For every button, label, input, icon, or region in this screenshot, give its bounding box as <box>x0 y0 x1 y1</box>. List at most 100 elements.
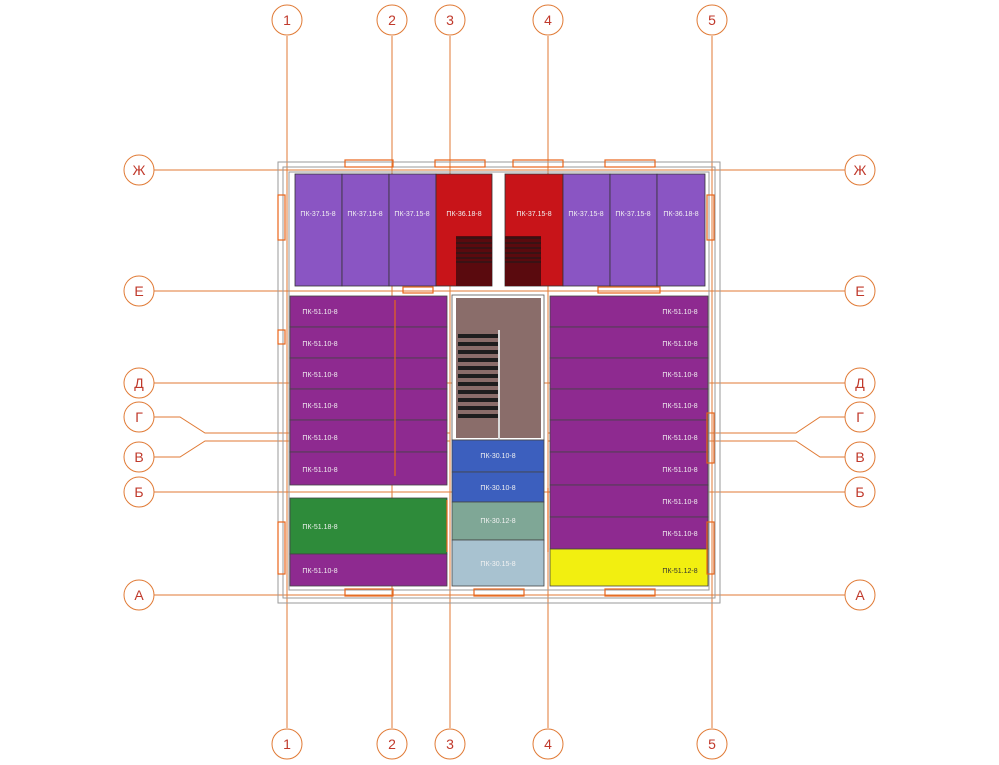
slab-left-row-1 <box>289 295 448 328</box>
center-slabs: ПК-30.10-8 ПК-30.10-8 ПК-30.12-8 ПК-30.1… <box>451 439 545 587</box>
label-right-row-8: ПК-51.10-8 <box>662 531 697 538</box>
label-center-teal: ПК-30.12-8 <box>480 518 515 525</box>
slab-center-light <box>451 539 545 587</box>
svg-text:Г: Г <box>856 409 864 425</box>
slab-center-blue-1 <box>451 439 545 473</box>
axis-bubble-a-left: А <box>123 579 155 611</box>
label-right-row-5: ПК-51.10-8 <box>662 435 697 442</box>
opening-axis-e-right <box>597 286 661 294</box>
svg-text:1: 1 <box>283 12 291 28</box>
axis-bubble-zh-left: Ж <box>123 154 155 186</box>
right-slabs: ПК-51.10-8 ПК-51.10-8 ПК-51.10-8 ПК-51.1… <box>549 295 709 587</box>
opening-left-1 <box>277 194 286 241</box>
slab-top-left-1 <box>294 173 343 287</box>
label-top-right-3: ПК-36.18-8 <box>663 211 698 218</box>
svg-text:В: В <box>855 449 864 465</box>
axis-bubble-v-left: В <box>123 441 155 473</box>
label-right-row-4: ПК-51.10-8 <box>662 403 697 410</box>
opening-right-3 <box>706 521 715 575</box>
label-left-row-5: ПК-51.10-8 <box>302 435 337 442</box>
label-top-right-1: ПК-37.15-8 <box>568 211 603 218</box>
axis-bubble-g-left: Г <box>123 401 155 433</box>
axis-bubble-5-top: 5 <box>696 4 728 36</box>
label-top-red-left: ПК-36.18-8 <box>446 211 481 218</box>
axis-bubble-b-right: Б <box>844 476 876 508</box>
svg-text:А: А <box>855 587 865 603</box>
opening-bottom-1 <box>344 588 394 597</box>
svg-text:4: 4 <box>544 736 552 752</box>
axis-bubbles: 1 2 3 4 5 1 2 3 <box>123 4 876 760</box>
svg-text:Е: Е <box>855 283 864 299</box>
svg-text:1: 1 <box>283 736 291 752</box>
stair-shaft <box>451 294 545 441</box>
svg-text:Е: Е <box>134 283 143 299</box>
label-right-row-1: ПК-51.10-8 <box>662 309 697 316</box>
opening-left-3 <box>277 521 286 575</box>
stair-detail-right <box>505 236 541 286</box>
axis-bubble-5-bottom: 5 <box>696 728 728 760</box>
axis-bubble-g-right: Г <box>844 401 876 433</box>
top-slabs: ПК-37.15-8 ПК-37.15-8 ПК-37.15-8 ПК-36.1… <box>294 173 706 287</box>
axis-bubble-v-right: В <box>844 441 876 473</box>
svg-text:5: 5 <box>708 12 716 28</box>
stair-flight <box>458 334 498 418</box>
opening-right-1 <box>706 194 715 241</box>
axis-bubble-3-bottom: 3 <box>434 728 466 760</box>
slab-right-row-2 <box>549 326 709 359</box>
axis-bubble-2-top: 2 <box>376 4 408 36</box>
svg-text:В: В <box>134 449 143 465</box>
label-top-left-2: ПК-37.15-8 <box>347 211 382 218</box>
axis-bubble-3-top: 3 <box>434 4 466 36</box>
label-right-yellow: ПК-51.12-8 <box>662 568 697 575</box>
axis-bubble-a-right: А <box>844 579 876 611</box>
left-slabs: ПК-51.10-8 ПК-51.10-8 ПК-51.10-8 ПК-51.1… <box>289 295 448 587</box>
slab-top-left-3 <box>388 173 437 287</box>
axis-bubble-4-top: 4 <box>532 4 564 36</box>
label-center-light: ПК-30.15-8 <box>480 561 515 568</box>
axis-bubble-4-bottom: 4 <box>532 728 564 760</box>
slab-top-right-2 <box>609 173 658 287</box>
axis-bubble-zh-right: Ж <box>844 154 876 186</box>
slab-left-bottom <box>289 553 448 587</box>
svg-text:А: А <box>134 587 144 603</box>
svg-text:2: 2 <box>388 736 396 752</box>
svg-text:4: 4 <box>544 12 552 28</box>
label-top-red-right: ПК-37.15-8 <box>516 211 551 218</box>
opening-top-4 <box>604 159 656 168</box>
label-left-green: ПК-51.18-8 <box>302 524 337 531</box>
label-left-row-2: ПК-51.10-8 <box>302 341 337 348</box>
slab-left-green <box>289 497 448 555</box>
slab-left-row-4 <box>289 388 448 421</box>
axis-bubble-b-left: Б <box>123 476 155 508</box>
label-top-left-1: ПК-37.15-8 <box>300 211 335 218</box>
svg-text:3: 3 <box>446 12 454 28</box>
slab-right-row-5 <box>549 419 709 453</box>
axis-bubble-d-left: Д <box>123 367 155 399</box>
svg-text:Б: Б <box>134 484 143 500</box>
svg-text:Б: Б <box>855 484 864 500</box>
axis-bubble-1-bottom: 1 <box>271 728 303 760</box>
svg-text:Д: Д <box>855 375 865 391</box>
label-left-row-1: ПК-51.10-8 <box>302 309 337 316</box>
label-top-left-3: ПК-37.15-8 <box>394 211 429 218</box>
label-top-right-2: ПК-37.15-8 <box>615 211 650 218</box>
openings <box>277 159 715 597</box>
slab-right-row-4 <box>549 388 709 421</box>
axis-bubble-d-right: Д <box>844 367 876 399</box>
label-center-blue-2: ПК-30.10-8 <box>480 485 515 492</box>
opening-top-1 <box>344 159 394 168</box>
svg-text:Д: Д <box>134 375 144 391</box>
slab-left-row-3 <box>289 357 448 390</box>
label-left-row-3: ПК-51.10-8 <box>302 372 337 379</box>
slab-right-row-1 <box>549 295 709 328</box>
svg-text:Ж: Ж <box>854 162 867 178</box>
slab-right-row-6 <box>549 451 709 486</box>
slab-left-row-6 <box>289 451 448 486</box>
opening-bottom-2 <box>473 588 525 597</box>
label-left-row-6: ПК-51.10-8 <box>302 467 337 474</box>
slab-center-teal <box>451 501 545 541</box>
outer-walls <box>277 161 721 604</box>
slab-left-row-2 <box>289 326 448 359</box>
axis-bubble-2-bottom: 2 <box>376 728 408 760</box>
